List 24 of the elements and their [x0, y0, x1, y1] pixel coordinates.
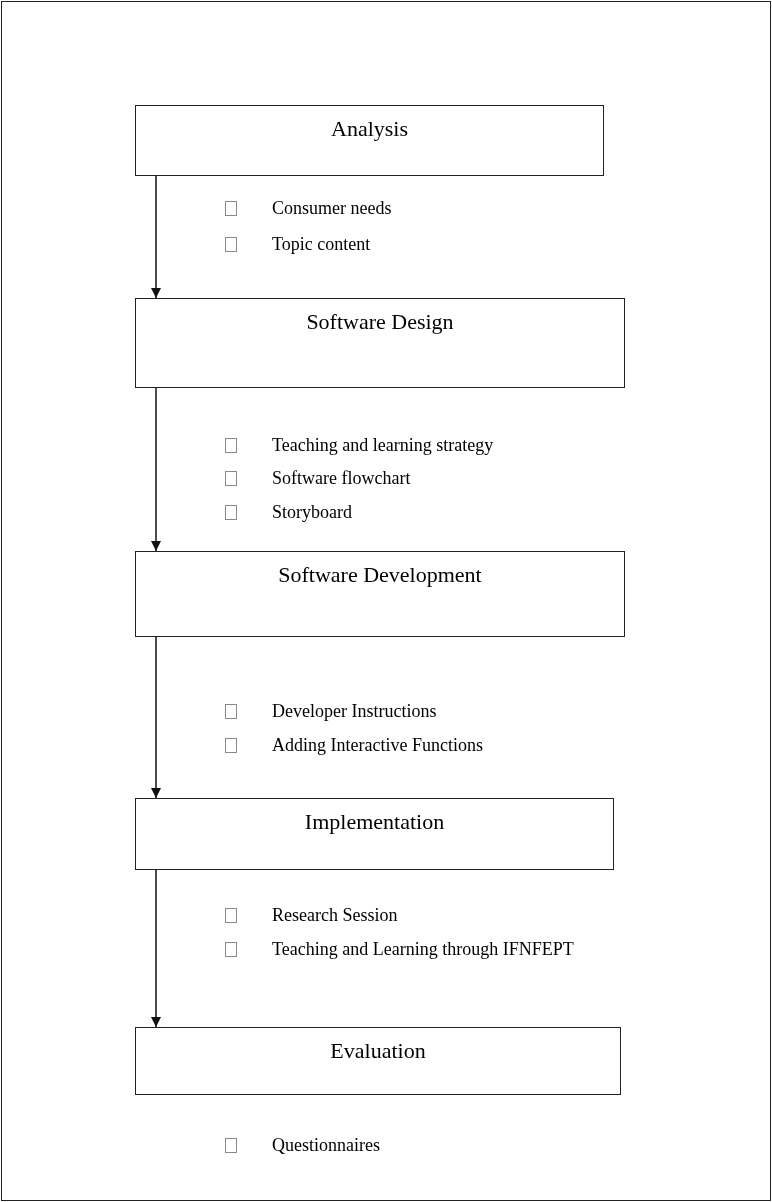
- process-box: [135, 1027, 621, 1095]
- arrow: [151, 636, 161, 799]
- step-title: Software Development: [277, 562, 483, 588]
- bullet-text: Topic content: [272, 233, 371, 255]
- bullet-text: Storyboard: [272, 501, 352, 523]
- bullet-text: Consumer needs: [272, 197, 392, 219]
- bullet-text: Teaching and learning strategy: [272, 434, 494, 456]
- process-box: [135, 298, 625, 388]
- step-title: Evaluation: [329, 1038, 427, 1064]
- bullet-text: Questionnaires: [272, 1134, 380, 1156]
- step-title: Analysis: [330, 116, 409, 142]
- arrow: [151, 869, 161, 1028]
- process-box: [135, 551, 625, 637]
- bullet-text: Developer Instructions: [272, 700, 437, 722]
- process-box: [135, 798, 614, 870]
- bullet-text: Adding Interactive Functions: [272, 734, 483, 756]
- bullet-text: Software flowchart: [272, 467, 411, 489]
- step-title: Implementation: [303, 809, 446, 835]
- arrow: [151, 387, 161, 552]
- bullet-text: Research Session: [272, 904, 398, 926]
- process-box: [135, 105, 604, 176]
- step-title: Software Design: [305, 309, 455, 335]
- arrow: [151, 175, 161, 299]
- bullet-text: Teaching and Learning through IFNFEPT: [272, 938, 574, 960]
